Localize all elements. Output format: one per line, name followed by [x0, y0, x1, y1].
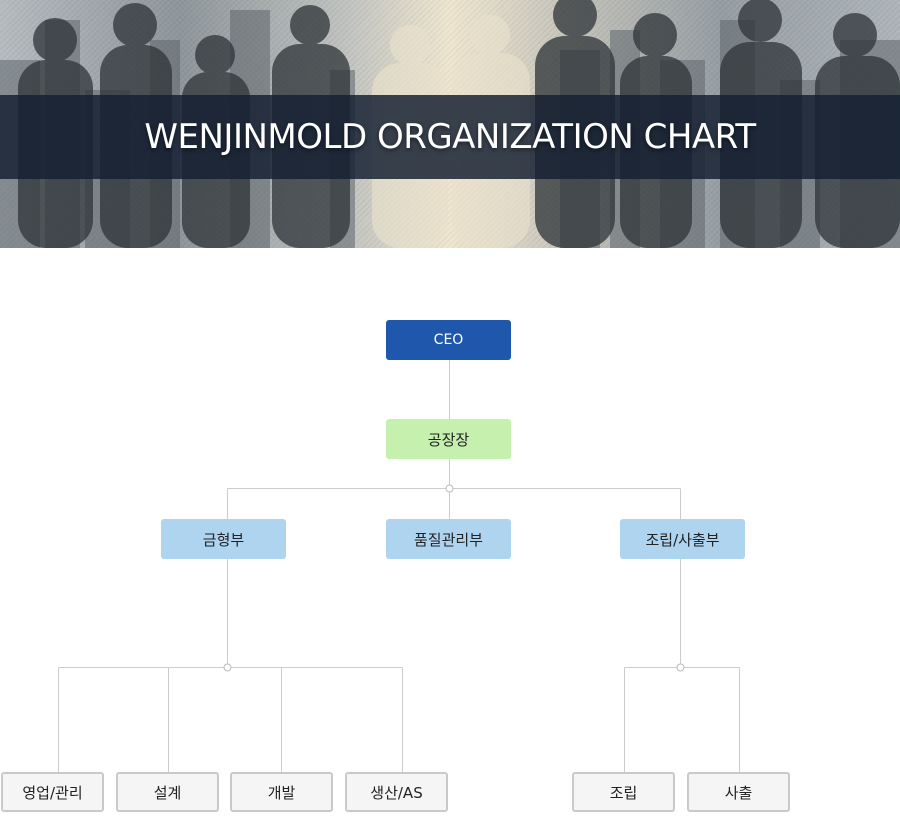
node-dept-mold: 금형부 [161, 519, 286, 559]
junction-dot [223, 663, 232, 672]
node-team-sales-admin: 영업/관리 [1, 772, 104, 812]
page-title: WENJINMOLD ORGANIZATION CHART [144, 117, 756, 157]
node-factory-manager: 공장장 [386, 419, 511, 459]
node-dept-quality: 품질관리부 [386, 519, 511, 559]
node-team-design: 설계 [116, 772, 219, 812]
node-ceo: CEO [386, 320, 511, 360]
junction-dot [676, 663, 685, 672]
node-team-injection: 사출 [687, 772, 790, 812]
junction-dot [445, 484, 454, 493]
node-team-assembly: 조립 [572, 772, 675, 812]
banner-title-band: WENJINMOLD ORGANIZATION CHART [0, 95, 900, 179]
node-dept-assembly: 조립/사출부 [620, 519, 745, 559]
node-team-development: 개발 [230, 772, 333, 812]
node-team-production-as: 생산/AS [345, 772, 448, 812]
hero-banner: WENJINMOLD ORGANIZATION CHART [0, 0, 900, 248]
